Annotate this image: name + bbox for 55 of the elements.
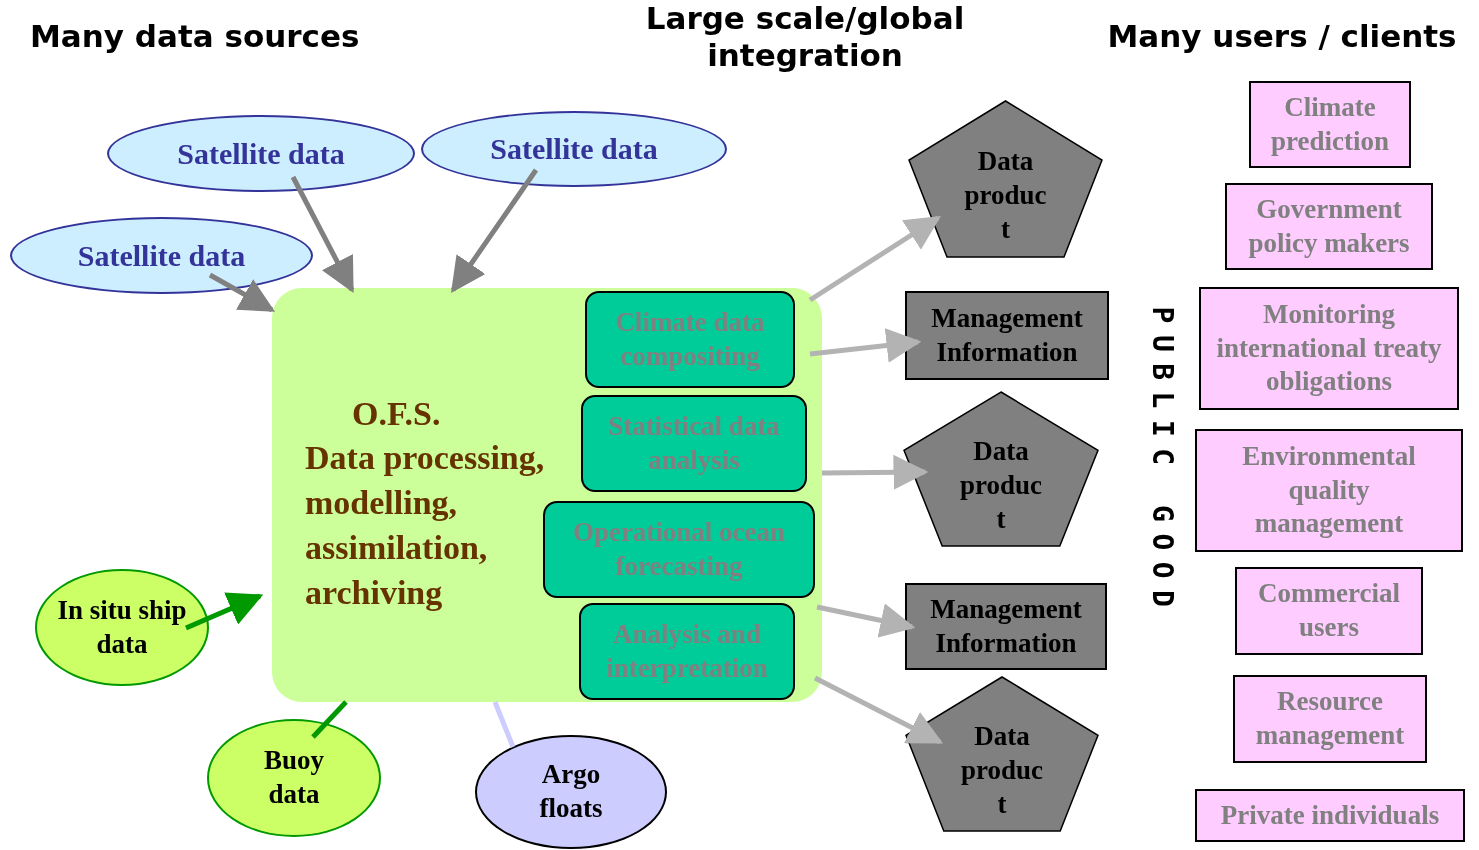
- heading: Many data sources: [30, 18, 361, 56]
- user-box: [1225, 183, 1433, 270]
- user-box: [1249, 81, 1411, 168]
- node-label: Analysis and interpretation: [605, 617, 769, 685]
- node-label: Commercial users: [1257, 577, 1401, 644]
- user-box: [1235, 567, 1423, 655]
- node-label: Resource management: [1254, 685, 1406, 752]
- process-box: [543, 501, 815, 598]
- node-label: Management Information: [929, 592, 1083, 660]
- user-box: [1195, 429, 1463, 552]
- node-label: Management Information: [930, 301, 1084, 369]
- output-box: [905, 583, 1107, 670]
- node-label: Satellite data: [177, 135, 345, 172]
- node-label: Operational ocean forecasting: [571, 515, 787, 583]
- node-label: Monitoring international treaty obligations: [1215, 297, 1443, 399]
- node-label: Data product: [963, 145, 1048, 246]
- heading: Many users / clients: [1106, 18, 1458, 56]
- node-label: O.F.S.: [352, 394, 441, 434]
- output-box: [905, 291, 1109, 380]
- node-label: Data product: [960, 720, 1044, 821]
- process-box: [579, 603, 795, 700]
- node-label: Satellite data: [490, 131, 658, 168]
- user-box: [1233, 675, 1427, 763]
- node-label: Climate data compositing: [614, 305, 766, 373]
- process-box: [581, 395, 807, 492]
- pentagon-node: [903, 391, 1099, 547]
- arrow: [185, 592, 264, 631]
- arrow: [290, 175, 355, 294]
- node-label: Satellite data: [77, 237, 246, 274]
- arrow: [813, 675, 944, 745]
- heading: Large scale/global integration: [644, 0, 966, 75]
- node-label: Buoy data: [263, 744, 325, 811]
- user-box: [1199, 287, 1459, 410]
- node-label: Statistical data analysis: [607, 409, 781, 477]
- node-label: Environmental quality management: [1241, 439, 1417, 541]
- user-box: [1195, 789, 1465, 842]
- node-label: Data product: [959, 435, 1043, 536]
- node-label: Data processing, modelling, assimilation, archiving: [305, 438, 546, 613]
- node-label: Argo floats: [538, 758, 604, 825]
- node-label: Climate prediction: [1270, 90, 1390, 158]
- pentagon-node: [905, 676, 1099, 832]
- arrow: [450, 168, 539, 293]
- process-box: [585, 291, 795, 388]
- arrow: [821, 454, 929, 490]
- arrow: [208, 272, 276, 313]
- node-label: Government policy makers: [1247, 192, 1411, 260]
- node-label: Private individuals: [1220, 798, 1440, 832]
- node-label: In situ ship data: [57, 593, 187, 661]
- arrow: [816, 603, 916, 638]
- arrow: [809, 328, 922, 363]
- vertical-label: PUBLIC GOOD: [1145, 305, 1179, 621]
- arrow: [808, 215, 941, 303]
- connector-line: [492, 701, 516, 748]
- pentagon-node: [908, 100, 1103, 258]
- process-panel: [272, 288, 822, 702]
